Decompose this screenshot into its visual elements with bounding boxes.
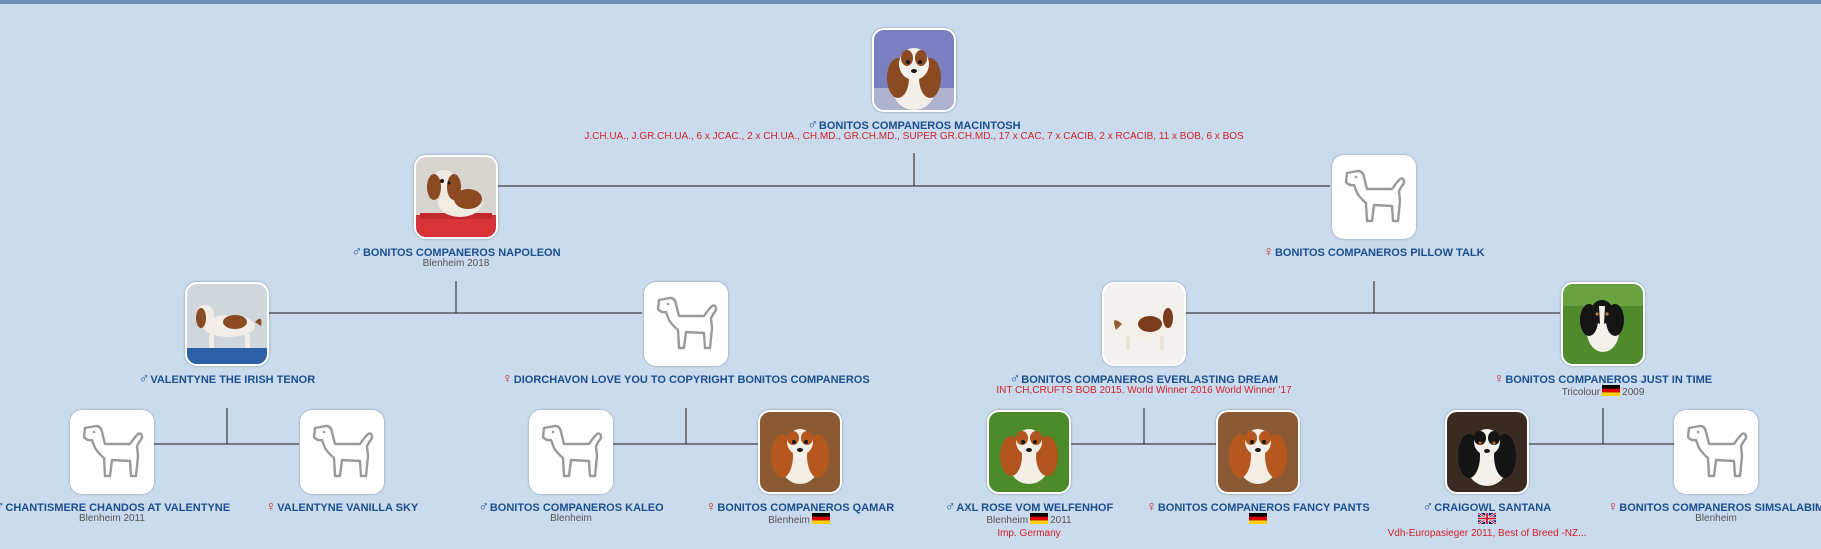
- dog-name-link[interactable]: ♂CRAIGOWL SANTANA: [1422, 498, 1552, 514]
- dog-name-link[interactable]: ♂BONITOS COMPANEROS EVERLASTING DREAM: [1009, 370, 1279, 386]
- dog-placeholder-icon[interactable]: [300, 410, 384, 494]
- male-icon: ♂: [1009, 370, 1021, 386]
- dog-photo[interactable]: [758, 410, 842, 494]
- female-icon: ♀: [1263, 243, 1274, 259]
- male-icon: ♂: [807, 116, 818, 132]
- dog-name-link[interactable]: ♂BONITOS COMPANEROS KALEO: [478, 498, 664, 514]
- dog-placeholder-icon[interactable]: [1332, 155, 1416, 239]
- dog-placeholder-icon[interactable]: [1674, 410, 1758, 494]
- dog-name-link[interactable]: ♂BONITOS COMPANEROS NAPOLEON: [351, 243, 561, 259]
- female-icon: ♀: [705, 498, 717, 514]
- dog-name-link[interactable]: ♂CHANTISMERE CHANDOS AT VALENTYNE: [0, 498, 412, 514]
- male-icon: ♂: [351, 243, 362, 259]
- dog-photo[interactable]: [1445, 410, 1529, 494]
- dog-placeholder-icon[interactable]: [70, 410, 154, 494]
- dog-name-link[interactable]: ♀VALENTYNE VANILLA SKY: [265, 498, 419, 514]
- male-icon: ♂: [0, 498, 4, 514]
- male-icon: ♂: [1422, 498, 1434, 514]
- top-border: [0, 0, 1821, 4]
- male-icon: ♂: [478, 498, 489, 514]
- dog-name-link[interactable]: ♀DIORCHAVON LOVE YOU TO COPYRIGHT BONITO…: [502, 370, 870, 386]
- female-icon: ♀: [265, 498, 277, 514]
- dog-info: Blenheim: [550, 513, 592, 524]
- dog-info: Blenheim 2018: [422, 258, 490, 269]
- dog-photo[interactable]: [1102, 282, 1186, 366]
- male-icon: ♂: [138, 370, 150, 386]
- dog-info: Blenheim 2011: [79, 513, 145, 524]
- dog-photo[interactable]: [1216, 410, 1300, 494]
- dog-placeholder-icon[interactable]: [644, 282, 728, 366]
- dog-photo[interactable]: [987, 410, 1071, 494]
- dog-photo[interactable]: [872, 28, 956, 112]
- dog-titles: Imp. Germany: [997, 528, 1061, 539]
- dog-name-link[interactable]: ♀BONITOS COMPANEROS QAMAR: [705, 498, 895, 514]
- dog-name-link[interactable]: ♀BONITOS COMPANEROS JUST IN TIME: [1493, 370, 1713, 386]
- dog-photo[interactable]: [185, 282, 269, 366]
- female-icon: ♀: [502, 370, 513, 386]
- dog-name-link[interactable]: ♂BONITOS COMPANEROS MACINTOSH: [807, 116, 1021, 132]
- dog-name-link[interactable]: ♀BONITOS COMPANEROS SIMSALABIM: [1607, 498, 1821, 514]
- dog-name-link[interactable]: ♀BONITOS COMPANEROS FANCY PANTS: [1146, 498, 1370, 514]
- dog-titles: INT CH,CRUFTS BOB 2015. World Winner 201…: [996, 385, 1292, 396]
- dog-info: Blenheim: [500, 513, 1100, 527]
- germany-flag-icon: [1602, 385, 1620, 399]
- dog-name-link[interactable]: ♂AXL ROSE VOM WELFENHOF: [944, 498, 1114, 514]
- dog-titles: Vdh-Europasieger 2011, Best of Breed -NZ…: [1387, 528, 1587, 539]
- dog-name-link[interactable]: ♀BONITOS COMPANEROS PILLOW TALK: [1263, 243, 1485, 259]
- dog-titles: J.CH.UA., J.GR.CH.UA., 6 x JCAC., 2 x CH…: [584, 131, 1244, 142]
- dog-name-link[interactable]: ♂VALENTYNE THE IRISH TENOR: [138, 370, 316, 386]
- dog-placeholder-icon[interactable]: [529, 410, 613, 494]
- female-icon: ♀: [1607, 498, 1619, 514]
- female-icon: ♀: [1146, 498, 1157, 514]
- male-icon: ♂: [944, 498, 956, 514]
- dog-photo[interactable]: [1561, 282, 1645, 366]
- dog-info: Blenheim: [1695, 513, 1737, 524]
- female-icon: ♀: [1493, 370, 1505, 386]
- dog-photo[interactable]: [414, 155, 498, 239]
